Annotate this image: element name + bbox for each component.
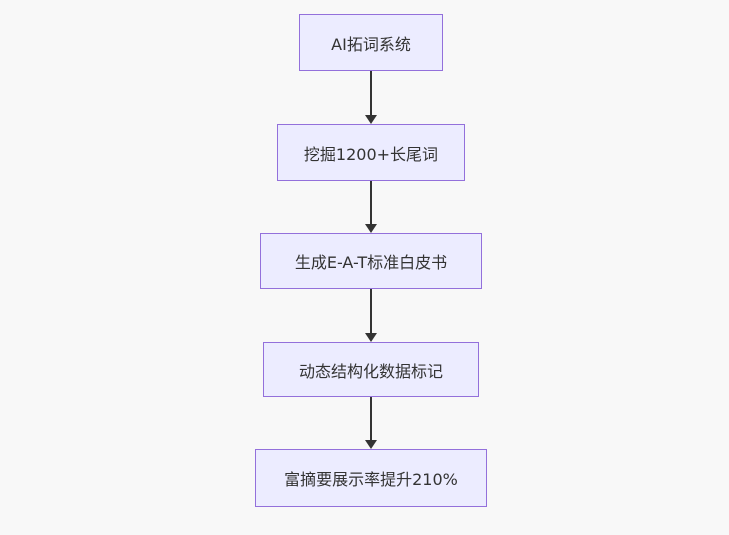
flow-arrow-4 [365,397,377,449]
arrowhead-down-icon [365,440,377,449]
arrow-line [370,397,372,440]
flow-arrow-1 [365,71,377,124]
arrowhead-down-icon [365,115,377,124]
arrowhead-down-icon [365,333,377,342]
arrow-line [370,181,372,224]
arrow-line [370,289,372,333]
flow-arrow-2 [365,181,377,233]
flow-node-mine-longtail-keywords: 挖掘1200+长尾词 [277,124,465,181]
arrowhead-down-icon [365,224,377,233]
flow-node-generate-eat-whitepaper: 生成E-A-T标准白皮书 [260,233,482,289]
arrow-line [370,71,372,115]
flow-node-ai-word-expansion-system: AI拓词系统 [299,14,443,71]
flow-node-rich-snippet-rate-increase: 富摘要展示率提升210% [255,449,487,507]
flow-node-dynamic-structured-data-markup: 动态结构化数据标记 [263,342,479,397]
flow-arrow-3 [365,289,377,342]
